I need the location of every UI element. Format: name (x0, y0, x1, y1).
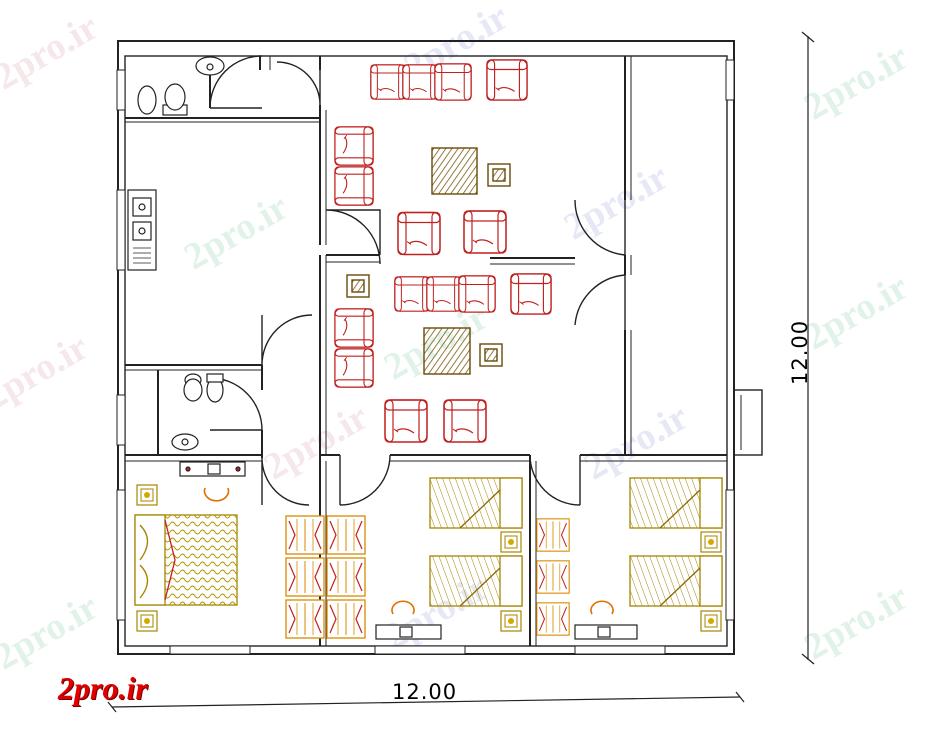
site-logo[interactable]: 2pro.ir (58, 670, 148, 706)
vertical-dimension-label: 12.00 (788, 319, 812, 385)
horizontal-dimension-label: 12.00 (392, 680, 458, 704)
